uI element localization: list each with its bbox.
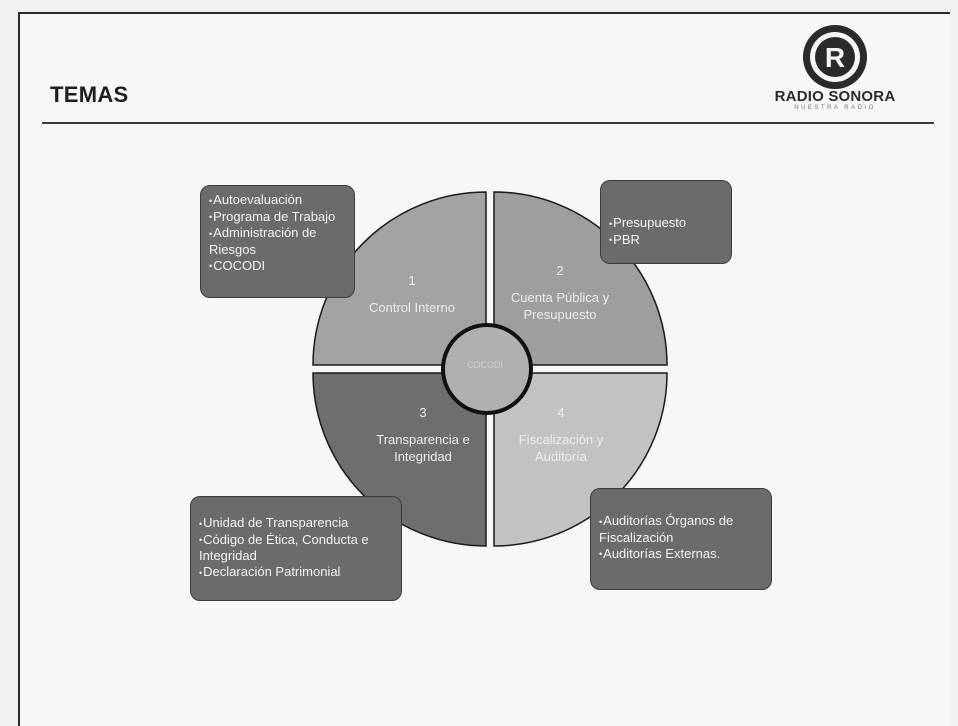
list-item: Presupuesto — [609, 215, 723, 232]
quadrant-1-shape — [312, 191, 487, 366]
box-top-right-list: Presupuesto PBR — [609, 215, 723, 248]
brand-name: RADIO SONORA — [774, 88, 896, 105]
header-divider — [42, 122, 934, 124]
quadrant-3-shape — [312, 372, 487, 547]
quadrant-2-label: 2 Cuenta Pública y Presupuesto — [500, 262, 620, 323]
list-item: Auditorías Órganos de Fiscalización — [599, 513, 763, 546]
quadrant-2-number: 2 — [556, 263, 564, 278]
box-top-left: Autoevaluación Programa de Trabajo Admin… — [200, 185, 355, 298]
center-label: COCODI — [467, 360, 503, 370]
quadrant-2-text: Cuenta Pública y Presupuesto — [510, 290, 610, 322]
center-circle — [441, 323, 533, 415]
list-item: Administración de Riesgos — [209, 225, 346, 258]
list-item: Código de Ética, Conducta e Integridad — [199, 532, 393, 565]
list-item: Declaración Patrimonial — [199, 564, 393, 581]
quadrant-1-text: Control Interno — [369, 300, 455, 315]
quadrant-3-number: 3 — [419, 405, 427, 420]
quadrant-3-text: Transparencia e Integridad — [376, 432, 470, 464]
quadrant-1-label: 1 Control Interno — [352, 272, 472, 316]
box-bottom-left-list: Unidad de Transparencia Código de Ética,… — [199, 515, 393, 581]
box-top-left-list: Autoevaluación Programa de Trabajo Admin… — [209, 192, 346, 274]
brand-tagline: NUESTRA RADIO — [794, 105, 876, 111]
radio-sonora-logo-icon: R — [803, 25, 867, 89]
quadrant-1-number: 1 — [408, 273, 416, 288]
box-top-right: Presupuesto PBR — [600, 180, 732, 264]
page-title: TEMAS — [50, 82, 129, 107]
quadrant-4-label: 4 Fiscalización y Auditoría — [506, 404, 616, 465]
quadrant-3-label: 3 Transparencia e Integridad — [368, 404, 478, 465]
quadrant-4-text: Fiscalización y Auditoría — [518, 432, 604, 464]
logo-letter: R — [825, 42, 845, 73]
box-bottom-right-list: Auditorías Órganos de Fiscalización Audi… — [599, 513, 763, 562]
list-item: Unidad de Transparencia — [199, 515, 393, 532]
box-bottom-right: Auditorías Órganos de Fiscalización Audi… — [590, 488, 772, 590]
list-item: Programa de Trabajo — [209, 209, 346, 226]
box-bottom-left: Unidad de Transparencia Código de Ética,… — [190, 496, 402, 601]
list-item: Autoevaluación — [209, 192, 346, 209]
list-item: PBR — [609, 232, 723, 249]
list-item: Auditorías Externas. — [599, 546, 763, 563]
quadrant-4-number: 4 — [557, 405, 565, 420]
list-item: COCODI — [209, 258, 346, 275]
